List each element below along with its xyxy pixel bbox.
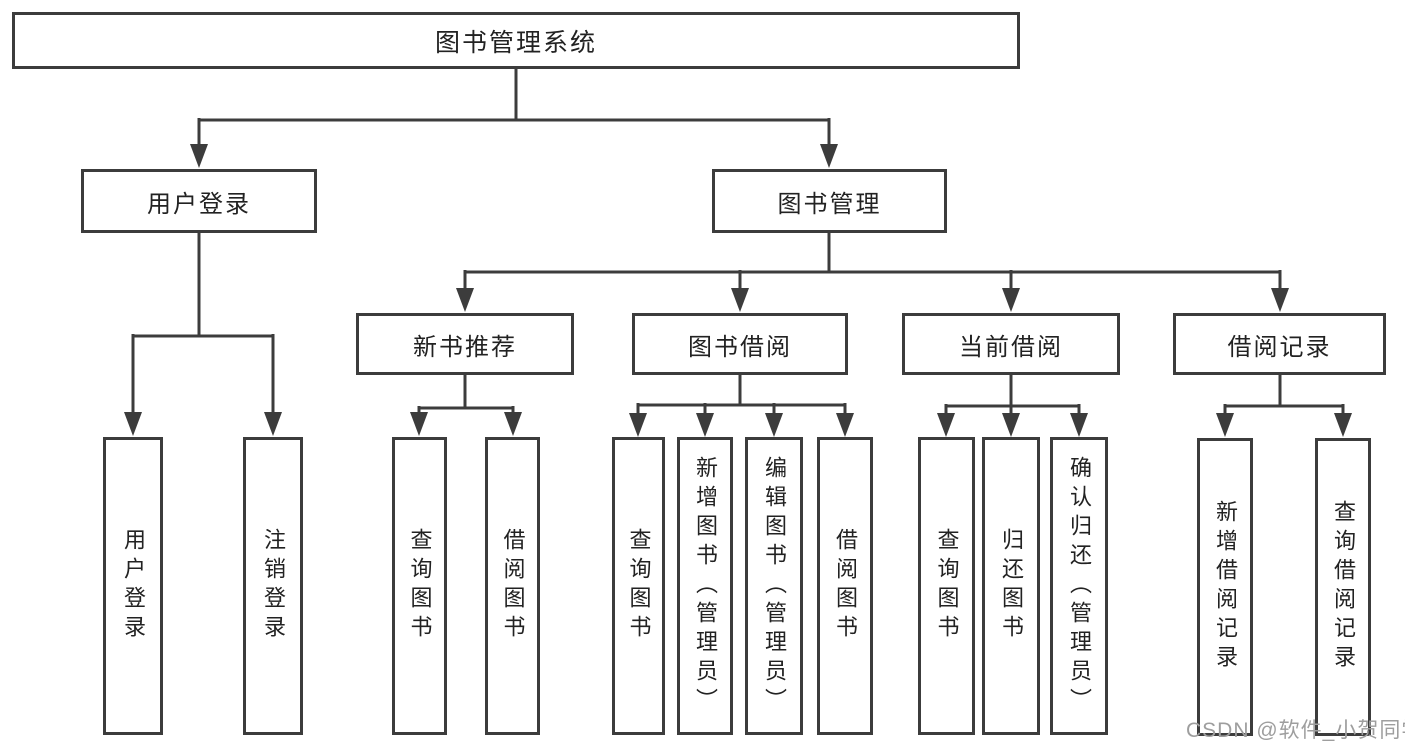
- arrowheads: [124, 144, 1352, 437]
- node-new-book-recommend-label: 新书推荐: [413, 333, 517, 361]
- leaf-add-books-admin: 新增图书（管理员）: [677, 437, 733, 735]
- leaf-logout-label: 注销登录: [261, 528, 286, 644]
- leaf-edit-books-admin: 编辑图书（管理员）: [745, 437, 803, 735]
- leaf-recommend-query-books-label: 查询图书: [407, 528, 433, 644]
- leaf-confirm-return-admin: 确认归还（管理员）: [1050, 437, 1108, 735]
- leaf-current-query-books-label: 查询图书: [934, 528, 960, 644]
- node-book-borrow-label: 图书借阅: [688, 333, 792, 361]
- leaf-borrow-books-label: 借阅图书: [833, 528, 858, 644]
- leaf-recommend-borrow-books-label: 借阅图书: [500, 528, 526, 644]
- leaf-current-query-books: 查询图书: [918, 437, 975, 735]
- leaf-confirm-return-admin-label: 确认归还（管理员）: [1067, 455, 1092, 717]
- node-borrow-records-label: 借阅记录: [1227, 333, 1332, 361]
- leaf-borrow-books: 借阅图书: [817, 437, 873, 735]
- node-book-management-module-label: 图书管理: [777, 190, 882, 218]
- node-user-login-module-label: 用户登录: [147, 190, 251, 218]
- leaf-return-books: 归还图书: [982, 437, 1040, 735]
- leaf-return-books-label: 归还图书: [999, 528, 1024, 644]
- leaf-logout: 注销登录: [243, 437, 303, 735]
- node-current-borrow: 当前借阅: [902, 313, 1120, 375]
- leaf-borrow-query-books-label: 查询图书: [626, 528, 652, 644]
- leaf-query-borrow-record: 查询借阅记录: [1315, 438, 1371, 736]
- leaf-edit-books-admin-label: 编辑图书（管理员）: [762, 455, 787, 717]
- node-current-borrow-label: 当前借阅: [959, 333, 1063, 361]
- leaf-recommend-borrow-books: 借阅图书: [485, 437, 540, 735]
- node-book-management-module: 图书管理: [712, 169, 947, 233]
- leaf-user-login: 用户登录: [103, 437, 163, 735]
- leaf-query-borrow-record-label: 查询借阅记录: [1331, 500, 1356, 674]
- leaf-add-books-admin-label: 新增图书（管理员）: [693, 455, 718, 717]
- node-borrow-records: 借阅记录: [1173, 313, 1386, 375]
- leaf-add-borrow-record-label: 新增借阅记录: [1213, 500, 1238, 674]
- node-root-system-label: 图书管理系统: [434, 28, 597, 57]
- node-new-book-recommend: 新书推荐: [356, 313, 574, 375]
- leaf-add-borrow-record: 新增借阅记录: [1197, 438, 1253, 736]
- leaf-borrow-query-books: 查询图书: [612, 437, 665, 735]
- node-user-login-module: 用户登录: [81, 169, 317, 233]
- node-root-system: 图书管理系统: [12, 12, 1020, 69]
- csdn-watermark: CSDN @软件_小贺同学: [1186, 719, 1405, 742]
- leaf-recommend-query-books: 查询图书: [392, 437, 447, 735]
- node-book-borrow: 图书借阅: [632, 313, 848, 375]
- leaf-user-login-label: 用户登录: [121, 528, 146, 644]
